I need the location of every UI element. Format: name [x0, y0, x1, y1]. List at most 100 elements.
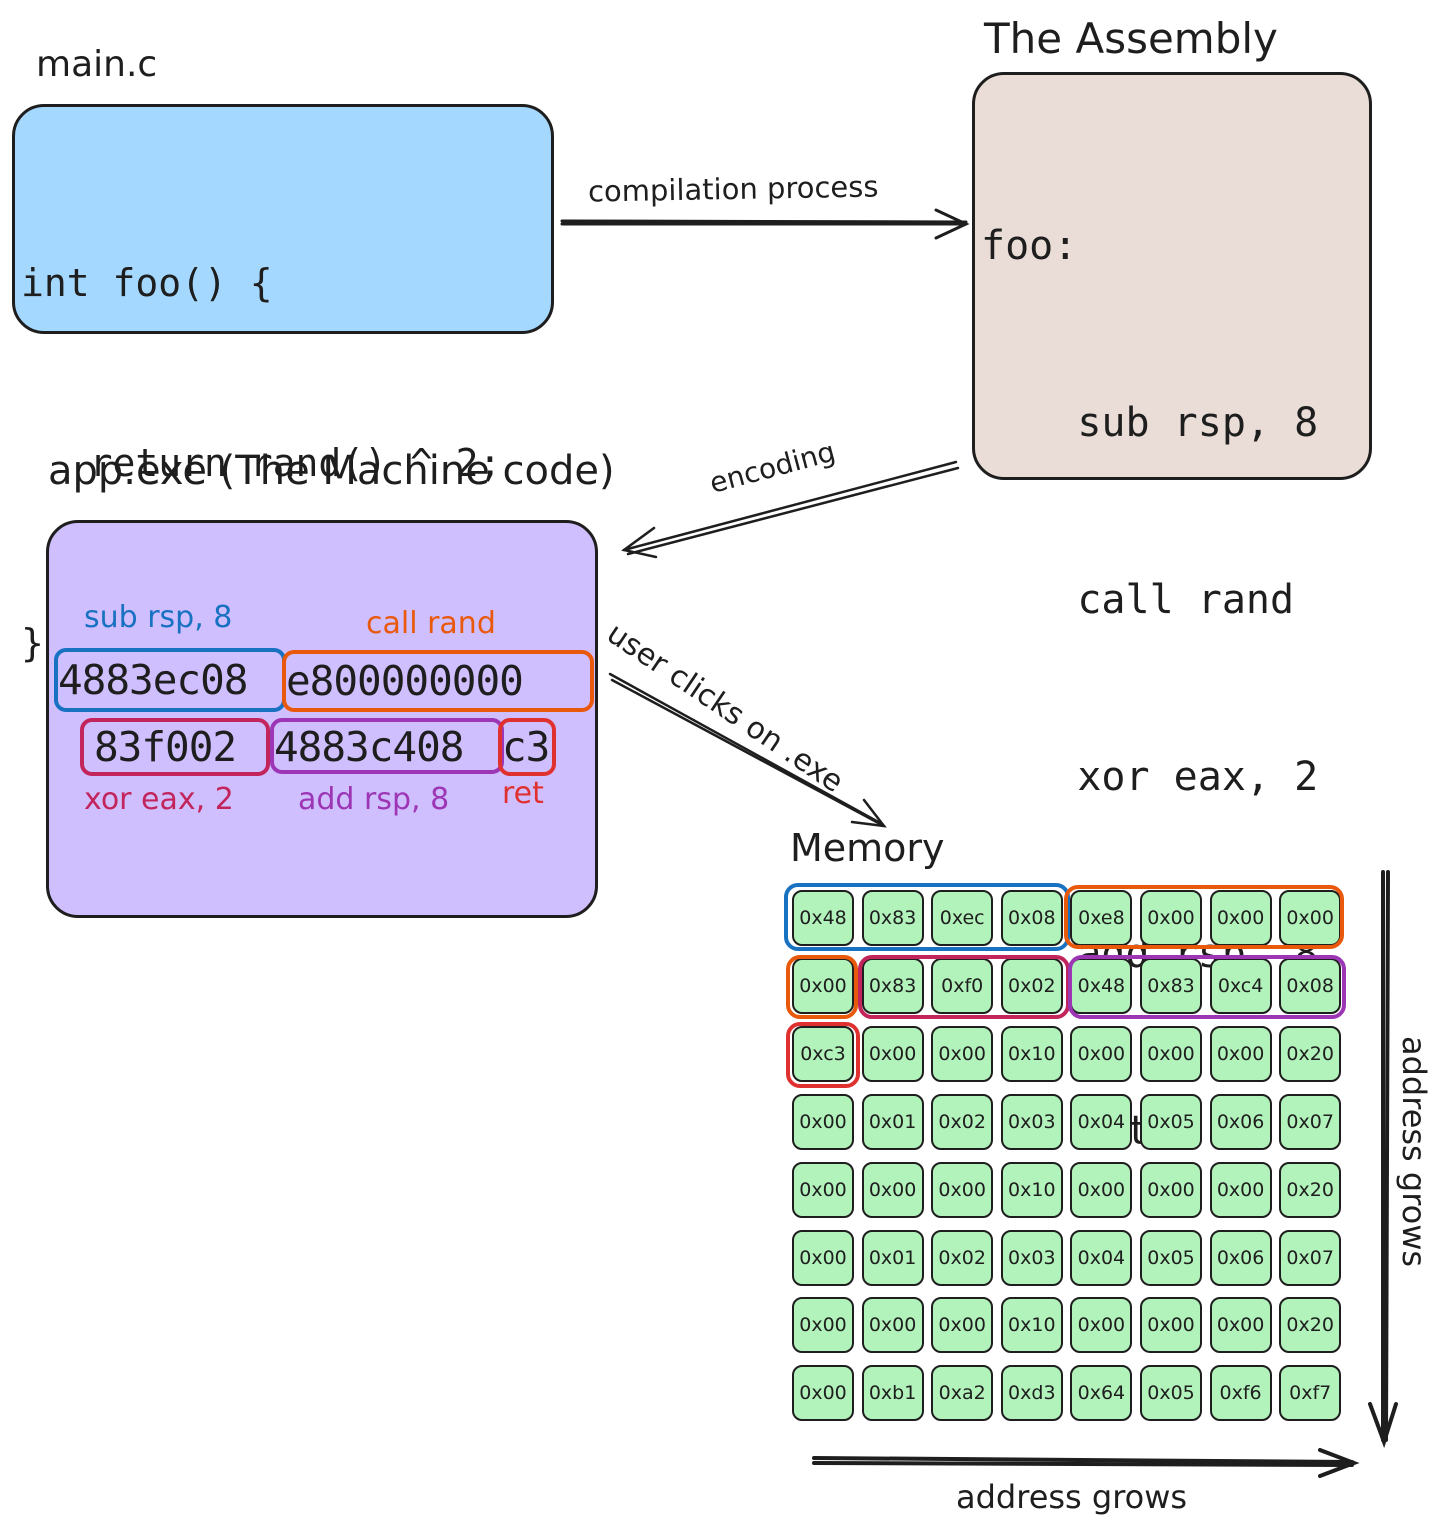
label-sub-rsp: sub rsp, 8: [84, 600, 233, 635]
memory-cell: 0x10: [1000, 1025, 1063, 1082]
memory-cell: 0x00: [861, 1297, 924, 1354]
source-title: main.c: [36, 44, 158, 85]
horizontal-axis-arrow: [812, 1448, 1360, 1478]
hex-call-rand: e800000000: [286, 657, 524, 705]
memory-cell: 0xc4: [1209, 957, 1272, 1014]
memory-cell: 0x07: [1279, 1229, 1342, 1286]
memory-cell: 0x08: [1000, 890, 1063, 946]
memory-cell: 0x00: [792, 1297, 854, 1354]
memory-cell: 0x00: [792, 1093, 854, 1150]
compile-arrow: [560, 208, 970, 240]
memory-cell: 0x00: [1140, 890, 1202, 946]
assembly-line: sub rsp, 8: [981, 400, 1319, 446]
assembly-title: The Assembly: [984, 14, 1278, 63]
memory-cell: 0x04: [1070, 1229, 1133, 1286]
memory-cell: 0x00: [931, 1161, 994, 1218]
segment-call-rand: e800000000: [282, 650, 594, 712]
run-arrow: [608, 672, 887, 828]
memory-cell: 0xec: [931, 890, 994, 946]
source-line: int foo() {: [21, 261, 273, 305]
label-ret: ret: [502, 776, 544, 811]
memory-cell: 0xd3: [1000, 1365, 1063, 1422]
memory-cell: 0x20: [1279, 1297, 1342, 1354]
memory-cell: 0x06: [1209, 1229, 1272, 1286]
compile-arrow-label: compilation process: [587, 169, 879, 209]
memory-cell: 0x00: [792, 1161, 854, 1218]
memory-cell: 0x01: [861, 1093, 924, 1150]
memory-cell: 0x00: [1140, 1161, 1202, 1218]
memory-cell: 0xa2: [931, 1365, 994, 1422]
memory-cell: 0x02: [931, 1229, 994, 1286]
machine-title: app.exe (The Machine code): [48, 448, 615, 494]
source-code: int foo() { return rand() ^ 2; }: [21, 133, 501, 793]
label-add-rsp: add rsp, 8: [298, 782, 450, 817]
label-call-rand: call rand: [366, 606, 496, 641]
memory-cell: 0x07: [1279, 1093, 1342, 1150]
horizontal-axis-label: address grows: [956, 1478, 1188, 1516]
memory-cell: 0x20: [1279, 1025, 1342, 1082]
memory-cell: 0xf7: [1279, 1365, 1342, 1422]
memory-cell: 0x05: [1140, 1093, 1202, 1150]
vertical-axis-arrow: [1368, 870, 1398, 1449]
assembly-box: foo: sub rsp, 8 call rand xor eax, 2 add…: [972, 72, 1372, 1154]
memory-cell: 0x00: [1209, 1161, 1272, 1218]
segment-xor-eax: 83f002: [80, 718, 270, 776]
label-xor-eax: xor eax, 2: [84, 782, 234, 817]
source-code-box: int foo() { return rand() ^ 2; }: [12, 104, 554, 665]
memory-cell: 0x00: [792, 957, 854, 1014]
memory-cell: 0x00: [792, 1229, 854, 1286]
assembly-line: xor eax, 2: [981, 754, 1319, 800]
memory-cell: 0x48: [792, 890, 854, 946]
vertical-axis-label: address grows: [1395, 1036, 1433, 1268]
segment-add-rsp: 4883c408: [270, 718, 504, 774]
hex-ret: c3: [502, 723, 550, 771]
mem-group-sub-rsp: [784, 883, 1070, 951]
source-line: return rand() ^ 2;: [21, 441, 502, 485]
memory-cell: 0x00: [1209, 890, 1272, 946]
memory-cell: 0x00: [1070, 1161, 1133, 1218]
memory-cell: 0x03: [1000, 1093, 1063, 1150]
memory-cell: 0x02: [1000, 957, 1063, 1014]
memory-cell: 0x05: [1140, 1365, 1202, 1422]
mem-group-call-rand-b: [786, 955, 858, 1019]
memory-cell: 0x00: [931, 1025, 994, 1082]
hex-sub-rsp: 4883ec08: [58, 656, 248, 704]
memory-cell: 0xe8: [1070, 890, 1133, 946]
memory-cell: 0x00: [931, 1297, 994, 1354]
memory-cell: 0x03: [1000, 1229, 1063, 1286]
memory-cell: 0x00: [1070, 1297, 1133, 1354]
mem-group-xor-eax: [858, 955, 1070, 1019]
memory-cell: 0x00: [1140, 1297, 1202, 1354]
memory-title: Memory: [790, 826, 945, 870]
memory-cell: 0x83: [861, 890, 924, 946]
memory-cell: 0x10: [1000, 1297, 1063, 1354]
memory-cell: 0x04: [1070, 1093, 1133, 1150]
memory-cell: 0x00: [861, 1025, 924, 1082]
memory-cell: 0x00: [1209, 1297, 1272, 1354]
memory-cell: 0x00: [1209, 1025, 1272, 1082]
memory-cell: 0x64: [1070, 1365, 1133, 1422]
segment-ret: c3: [498, 718, 556, 776]
mem-group-add-rsp: [1068, 955, 1346, 1019]
encoding-arrow: [621, 460, 960, 559]
assembly-line: call rand: [981, 577, 1295, 623]
memory-cell: 0x00: [1140, 1025, 1202, 1082]
memory-cell: 0x00: [861, 1161, 924, 1218]
memory-cell: 0x06: [1209, 1093, 1272, 1150]
mem-group-ret: [786, 1022, 860, 1088]
source-line: }: [21, 621, 44, 665]
memory-cell: 0xb1: [861, 1365, 924, 1422]
memory-cell: 0x00: [792, 1365, 854, 1422]
hex-add-rsp: 4883c408: [274, 723, 464, 771]
memory-cell: 0x10: [1000, 1161, 1063, 1218]
memory-cell: 0xc3: [792, 1025, 854, 1082]
hex-xor-eax: 83f002: [94, 723, 237, 771]
memory-cell: 0x02: [931, 1093, 994, 1150]
assembly-line: foo:: [981, 223, 1078, 269]
memory-cell: 0x00: [1070, 1025, 1133, 1082]
mem-group-call-rand-a: [1064, 885, 1344, 949]
memory-cell: 0x01: [861, 1229, 924, 1286]
memory-cell: 0x20: [1279, 1161, 1342, 1218]
memory-cell: 0x83: [1140, 957, 1202, 1014]
memory-cell: 0x05: [1140, 1229, 1202, 1286]
